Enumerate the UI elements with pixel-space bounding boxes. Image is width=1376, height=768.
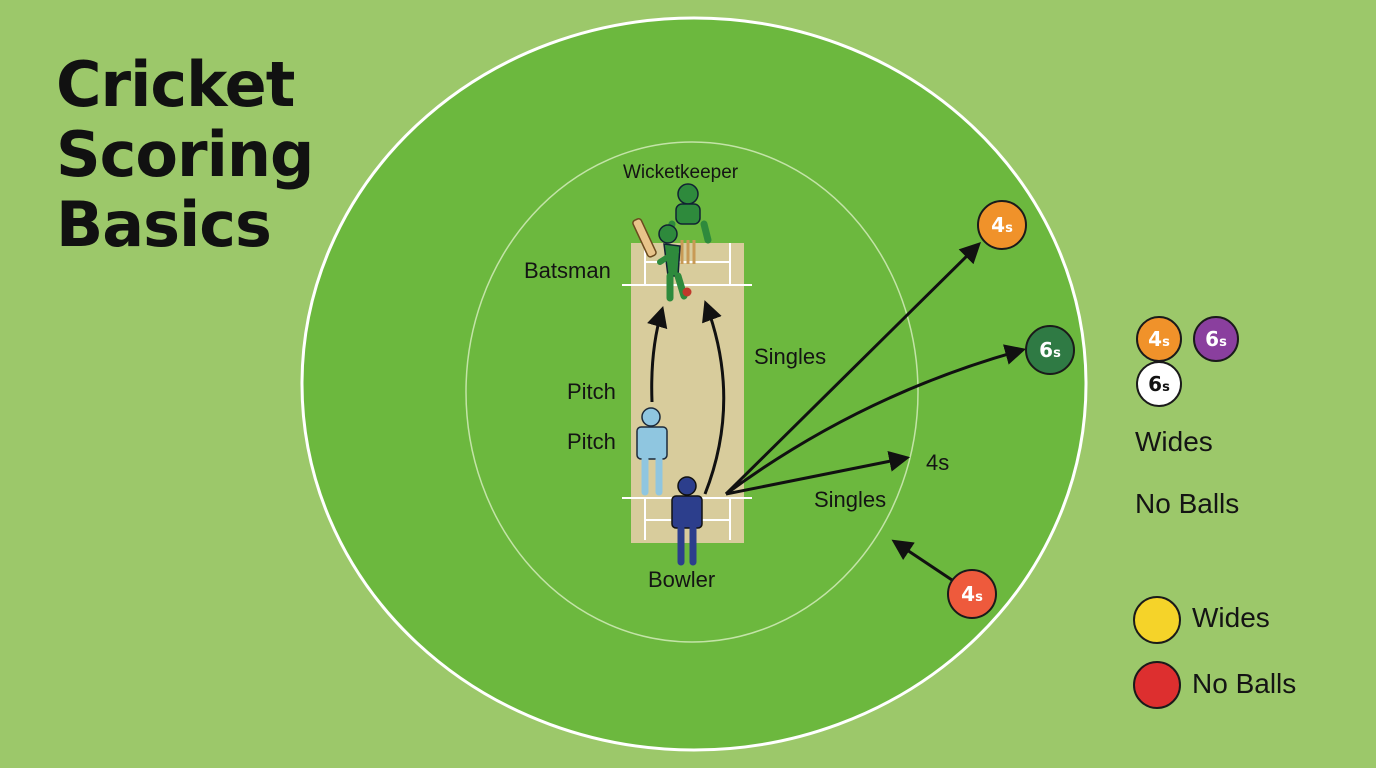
legend-dot-no-balls bbox=[1133, 661, 1181, 709]
label-singles-upper: Singles bbox=[754, 344, 826, 369]
arrow-to-four-top bbox=[724, 242, 981, 496]
label-singles-lower: Singles bbox=[814, 487, 886, 512]
marker-six-right: 6s bbox=[1025, 325, 1075, 375]
title-line-2: Scoring bbox=[56, 118, 314, 191]
arrow-to-six-right bbox=[725, 344, 1027, 496]
stumps bbox=[680, 240, 696, 264]
page-title: Cricket Scoring Basics bbox=[56, 48, 314, 261]
title-line-3: Basics bbox=[56, 188, 272, 261]
fielder-figure bbox=[636, 407, 668, 496]
svg-text:4s: 4s bbox=[961, 582, 983, 606]
arrow-to-fours bbox=[725, 450, 911, 496]
legend-dot-wides bbox=[1133, 596, 1181, 644]
label-fours: 4s bbox=[926, 450, 949, 475]
label-bowler: Bowler bbox=[648, 567, 715, 592]
arrow-bowler-to-batsman bbox=[702, 300, 726, 495]
legend-wides-text: Wides bbox=[1135, 426, 1213, 457]
inner-circle bbox=[465, 141, 919, 643]
legend-dot-wides-label: Wides bbox=[1192, 602, 1270, 633]
svg-text:4s: 4s bbox=[991, 213, 1013, 237]
label-pitch-lower: Pitch bbox=[567, 429, 616, 454]
label-pitch-upper: Pitch bbox=[567, 379, 616, 404]
arrow-from-four-bottom bbox=[891, 539, 953, 582]
title-line-1: Cricket bbox=[56, 48, 295, 121]
label-batsman: Batsman bbox=[524, 258, 611, 283]
marker-four-bottom: 4s bbox=[947, 569, 997, 619]
legend-dot-no-balls-label: No Balls bbox=[1192, 668, 1297, 699]
marker-four-top: 4s bbox=[977, 200, 1027, 250]
svg-text:6s: 6s bbox=[1039, 338, 1061, 362]
batsman-figure bbox=[632, 217, 692, 302]
arrow-pitch-up-left bbox=[647, 305, 668, 403]
legend-no-balls-text: No Balls bbox=[1135, 488, 1240, 519]
label-wicketkeeper: Wicketkeeper bbox=[623, 162, 739, 183]
bowler-figure bbox=[671, 476, 703, 566]
